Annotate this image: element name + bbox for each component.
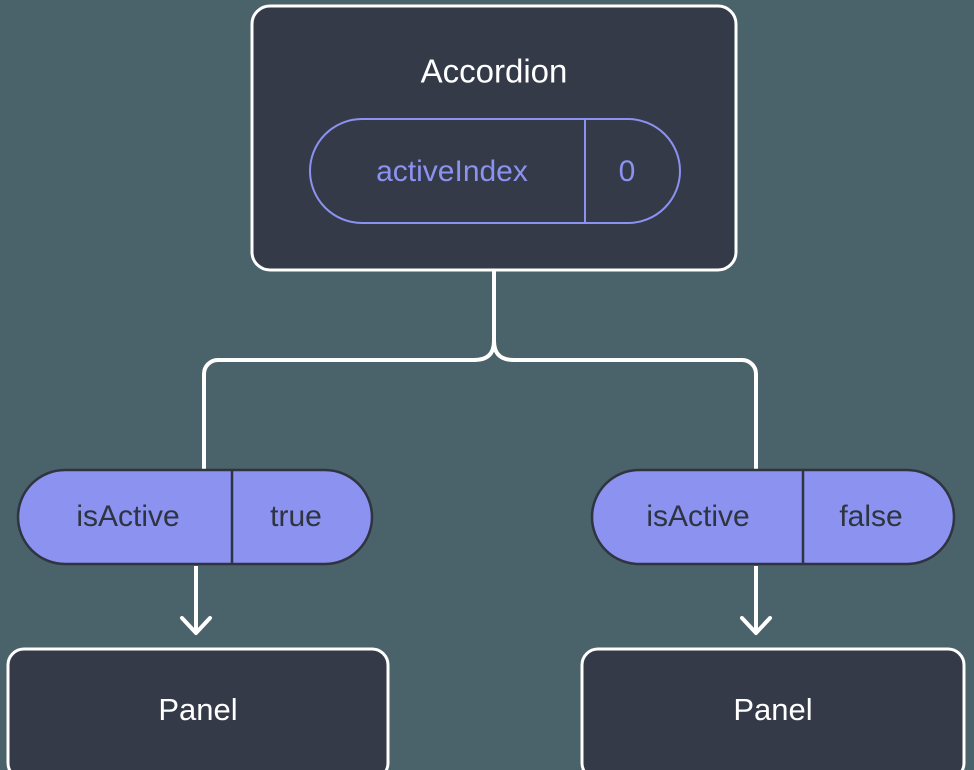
connector-branch-left — [202, 339, 496, 474]
panel-card-right-background — [580, 647, 966, 770]
prop-pill-right-value: false — [839, 500, 902, 533]
prop-pill-left-value: true — [270, 500, 322, 533]
prop-pill-right[interactable]: isActive false — [590, 468, 956, 566]
connector-branch-right — [492, 339, 758, 474]
panel-card-left-title: Panel — [158, 692, 237, 727]
prop-pill-right-background — [590, 468, 956, 566]
panel-card-right-title: Panel — [733, 692, 812, 727]
panel-card-left[interactable]: Panel — [6, 647, 390, 770]
connector-group — [202, 269, 758, 474]
state-pill-active-index[interactable]: activeIndex 0 — [309, 118, 681, 224]
arrow-right-head-icon — [740, 616, 772, 635]
state-pill-key: activeIndex — [376, 155, 528, 188]
arrow-right — [740, 566, 772, 635]
accordion-card[interactable]: Accordion activeIndex 0 — [250, 4, 738, 272]
prop-pill-right-key: isActive — [646, 500, 749, 533]
arrow-left — [180, 566, 212, 635]
accordion-card-title: Accordion — [421, 53, 568, 90]
arrow-left-head-icon — [180, 616, 212, 635]
prop-pill-left-background — [16, 468, 374, 566]
accordion-card-background — [250, 4, 738, 272]
panel-card-right[interactable]: Panel — [580, 647, 966, 770]
panel-card-left-background — [6, 647, 390, 770]
prop-pill-left[interactable]: isActive true — [16, 468, 374, 566]
prop-pill-left-key: isActive — [76, 500, 179, 533]
state-pill-outline — [309, 118, 681, 224]
state-pill-value: 0 — [619, 155, 636, 188]
